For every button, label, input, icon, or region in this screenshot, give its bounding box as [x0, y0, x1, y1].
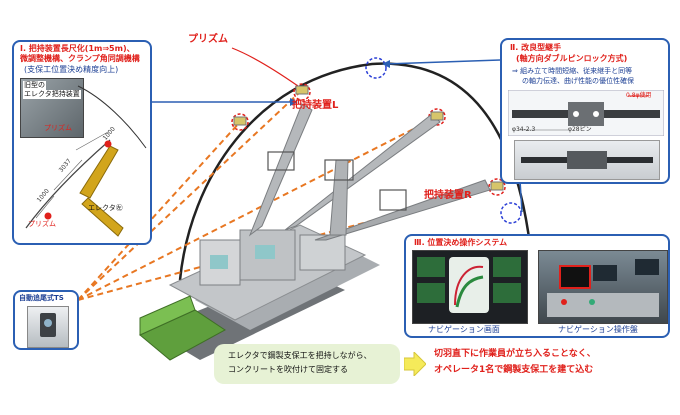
- total-station-image: [27, 306, 69, 348]
- panel1-erector-label: エレクタ㊧: [88, 204, 123, 212]
- joint-label-c: 0.8φ使用: [626, 92, 652, 99]
- ts-title: 自動追尾式TS: [19, 294, 64, 302]
- panel2-desc-line2: の軸力伝達、曲げ性能の優位性確保: [522, 77, 634, 85]
- panel2-title-line1: Ⅱ. 改良型継手: [510, 43, 562, 52]
- panel-improved-joint: Ⅱ. 改良型継手 (軸方向ダブルピンロック方式) ⇒ 組み立て時間短縮、従来継手…: [500, 38, 670, 184]
- joint-label-a: φ34-2.3: [512, 126, 536, 133]
- conclusion-left-line1: エレクタで鋼製支保工を把持しながら、: [228, 351, 372, 360]
- panel1-prism-lower: プリズム: [28, 220, 56, 228]
- joint-label-b: φ28ピン: [568, 126, 592, 133]
- navigation-screen-image: [412, 250, 528, 324]
- joint-circle-right: [500, 202, 522, 224]
- conclusion-box-left: エレクタで鋼製支保工を把持しながら、 コンクリートを吹付けて固定する: [214, 344, 400, 384]
- holder-r-circle-a: [428, 108, 446, 126]
- holder-l-circle-b: [231, 113, 249, 131]
- panel1-subtitle: (支保工位置決め精度向上): [24, 65, 119, 74]
- panel-total-station: 自動追尾式TS: [13, 290, 79, 350]
- panel2-connector: [384, 59, 501, 65]
- holder-l-label: 把持装置L: [292, 100, 339, 111]
- panel1-prism-upper: プリズム: [44, 124, 72, 132]
- nav-console-caption: ナビゲーション操作盤: [556, 324, 640, 335]
- panel1-title-line1: Ⅰ. 把持装置長尺化(1m⇒5m)、: [20, 44, 135, 53]
- nav-screen-caption: ナビゲーション画面: [426, 324, 502, 335]
- joint-drawing: [508, 90, 664, 136]
- conclusion-right-line1: 切羽直下に作業員が立ち入ることなく、: [434, 349, 596, 359]
- old-holder-label-line1: 旧型の: [23, 81, 46, 90]
- joint-photo: [514, 140, 660, 180]
- erector-machine: [139, 85, 504, 361]
- conclusion-left-line2: コンクリートを吹付けて固定する: [228, 365, 348, 374]
- old-holder-photo: 旧型の エレクタ把持装置: [20, 78, 84, 138]
- conclusion-right-line2: オペレータ1名で鋼製支保工を建て込む: [434, 365, 594, 375]
- holder-r-label: 把持装置R: [424, 190, 472, 201]
- panel2-title-line2: (軸方向ダブルピンロック方式): [516, 54, 628, 63]
- holder-schematic: [25, 85, 147, 237]
- navigation-console-image: [538, 250, 668, 324]
- conclusion-arrow-icon: [404, 352, 426, 376]
- old-holder-label-line2: エレクタ把持装置: [23, 90, 81, 99]
- joint-circle-top: [365, 57, 387, 79]
- panel1-title-line2: 微調整機構、クランプ角同調機構: [20, 54, 140, 63]
- panel2-connector-b: [519, 179, 523, 213]
- holder-r-circle-b: [488, 178, 506, 196]
- panel3-title: Ⅲ. 位置決め操作システム: [414, 238, 508, 247]
- prism-pointer-line: [231, 47, 299, 87]
- panel2-desc-line1: ⇒ 組み立て時間短縮、従来継手と同等: [512, 67, 633, 75]
- prism-label-top: プリズム: [188, 34, 228, 45]
- panel-holder-extension: Ⅰ. 把持装置長尺化(1m⇒5m)、 微調整機構、クランプ角同調機構 (支保工位…: [12, 40, 152, 245]
- panel-positioning-system: Ⅲ. 位置決め操作システム ナビゲーション画面 ナビゲーション操作盤: [404, 234, 670, 338]
- conclusion-box-right: 切羽直下に作業員が立ち入ることなく、 オペレータ1名で鋼製支保工を建て込む: [430, 344, 670, 384]
- holder-l-circle-a: [293, 83, 311, 101]
